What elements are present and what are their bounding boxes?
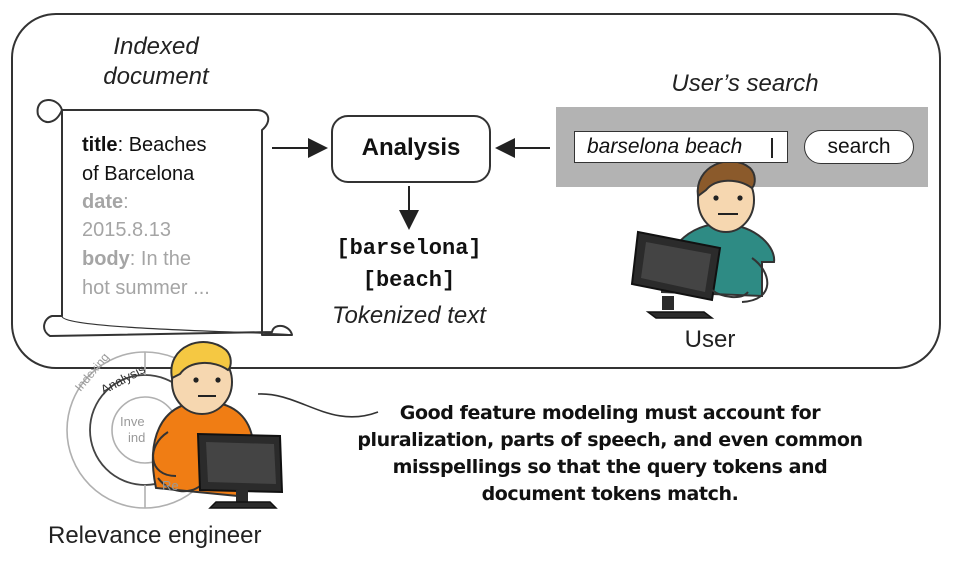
doc-title-separator: : [117,134,129,156]
doc-date-separator: : [123,191,129,213]
callout-line-2: pluralization, parts of speech, and even… [357,429,863,451]
engineer-monitor-icon [196,432,284,509]
doc-date-key: date [82,191,124,213]
ring-label-inverted-top: Inve [120,414,145,429]
users-search-heading: User’s search [671,70,819,97]
doc-body-key: body [82,248,130,270]
doc-title-key: title [82,134,118,156]
text-cursor [771,138,773,158]
relevance-engineer-label: Relevance engineer [48,522,262,549]
user-monitor-icon [630,230,749,319]
callout-line-1: Good feature modeling must account for [399,402,821,424]
doc-body-separator: : [129,248,141,270]
doc-body-value-line2: hot summer ... [82,277,210,299]
doc-body-line1: body: In the [82,248,191,271]
ring-label-inverted-bottom: ind [128,430,146,445]
callout-text: Good feature modeling must account for p… [330,400,890,508]
token-beach: [beach] [362,268,456,293]
document-scroll [36,99,293,337]
analysis-label: Analysis [361,134,461,161]
tokenized-text-caption: Tokenized text [332,302,486,329]
doc-date-line1: date: [82,191,129,214]
callout-line-4: document tokens match. [481,483,739,505]
search-button[interactable]: search [804,130,914,164]
search-button-label: search [827,135,891,158]
analysis-box [331,115,491,183]
callout-connector [257,393,379,418]
indexed-heading-line2: document [103,63,209,90]
doc-title-value-line1: Beaches [128,134,207,156]
ring-label-lower: Re [162,478,179,493]
search-input[interactable]: barselona beach [574,131,788,163]
indexed-heading-line1: Indexed [113,33,199,60]
doc-date-value: 2015.8.13 [82,219,171,241]
user-label: User [684,326,736,353]
search-query-text: barselona beach [587,135,743,158]
token-barselona: [barselona] [336,236,482,261]
doc-title-line1: title: Beaches [82,134,207,157]
doc-body-value-line1: In the [140,248,191,270]
callout-line-3: misspellings so that the query tokens an… [392,456,828,478]
indexed-document-heading: Indexed document [100,32,212,92]
doc-title-value-line2: of Barcelona [82,163,195,185]
